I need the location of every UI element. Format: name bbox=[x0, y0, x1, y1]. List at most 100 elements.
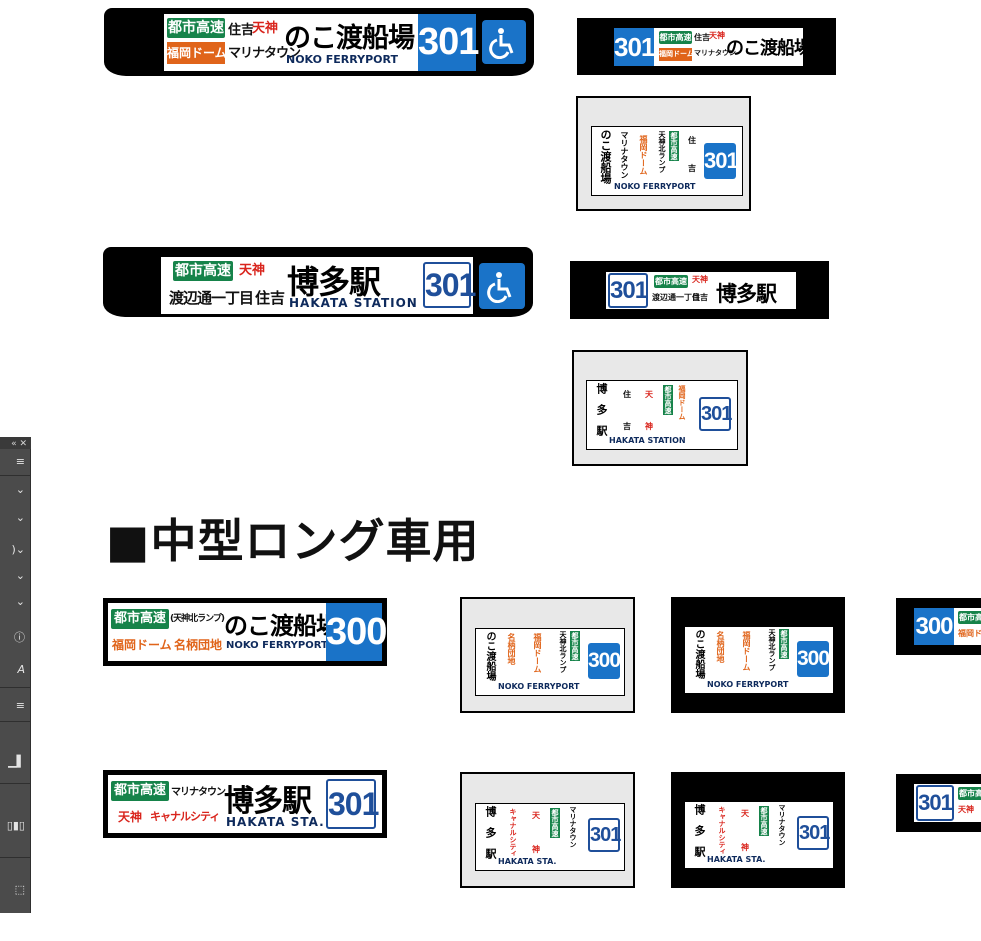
marina-town-vertical: マリナタウン bbox=[569, 806, 577, 848]
rear-sign-300-noko-dark: のこ渡船場 名柄団地 福岡ドーム 天神北ランプ 都市高速 300 NOKO FE… bbox=[671, 597, 845, 713]
front-sign-301-noko: 都市高速 福岡ドーム 住吉 天神 マリナタウン のこ渡船場 NOKO FERRY… bbox=[104, 8, 534, 76]
destination-en: NOKO FERRYPORT bbox=[226, 640, 328, 651]
fukuoka-dome-label: 福岡ドーム bbox=[112, 638, 172, 652]
rear-sign-display: 博多駅 キャナルシティ 天 神 都市高速 マリナタウン 301 HAKATA S… bbox=[684, 801, 834, 869]
dropdown-4-chevron-icon[interactable]: ⌄ bbox=[15, 569, 25, 582]
jin-label: 神 bbox=[532, 845, 540, 854]
sumi-label: 住 bbox=[688, 136, 696, 145]
expressway-vertical: 都市高速 bbox=[570, 631, 580, 661]
fukuoka-dome-vertical: 福岡ドーム bbox=[678, 385, 686, 420]
rear-sign-display: のこ渡船場 名柄団地 福岡ドーム 天神北ランプ 都市高速 300 NOKO FE… bbox=[684, 626, 834, 694]
align-bottom-icon[interactable]: ▁▌ bbox=[8, 755, 25, 768]
expressway-badge: 都市高速 bbox=[167, 18, 225, 38]
rear-sign-300-noko: のこ渡船場 名柄団地 福岡ドーム 天神北ランプ 都市高速 300 NOKO FE… bbox=[460, 597, 635, 713]
wheelchair-icon bbox=[482, 20, 526, 64]
destination-jp: 博多駅 bbox=[287, 263, 381, 301]
watanabedori-label: 渡辺通一丁目 bbox=[652, 293, 700, 302]
tenjin-label: 天神 bbox=[958, 805, 974, 814]
destination-jp-vertical: のこ渡船場 bbox=[693, 629, 704, 679]
dropdown-2-chevron-icon[interactable]: ⌄ bbox=[15, 511, 25, 524]
tenjin-label: 天神 bbox=[239, 263, 266, 278]
tenjin-label: 天神 bbox=[692, 275, 708, 284]
side-sign-display: 301 都市高速 天神 bbox=[914, 784, 981, 822]
destination-jp-vertical: のこ渡船場 bbox=[599, 129, 612, 184]
ten-label: 天 bbox=[645, 390, 653, 399]
tenjin-kita-ramp-label: (天神北ランプ) bbox=[170, 614, 225, 624]
destination-en: NOKO FERRYPORT bbox=[614, 182, 696, 191]
jin-label: 神 bbox=[741, 843, 749, 852]
info-icon[interactable]: ⓘ bbox=[14, 631, 25, 644]
side-sign-display: 301 都市高速 福岡ドーム 住吉 天神 マリナタウン のこ渡船場 bbox=[614, 28, 812, 66]
route-number: 301 bbox=[704, 143, 739, 179]
panel-menu-icon[interactable]: ≡ bbox=[15, 455, 25, 468]
character-style-icon[interactable]: A bbox=[17, 663, 25, 676]
meiho-danchi-vertical: 名柄団地 bbox=[507, 633, 516, 665]
expressway-badge: 都市高速 bbox=[111, 781, 169, 801]
route-number: 300 bbox=[326, 603, 387, 661]
properties-panel: « ✕ ≡ ⌄ ⌄ )⌄ ⌄ ⌄ ⓘ A ≡ ▁▌ ▯▮▯ ⬚ bbox=[0, 437, 31, 913]
side-sign-301-hakata-cropped: 301 都市高速 天神 bbox=[896, 774, 981, 832]
marina-town-vertical: マリナタウン bbox=[778, 804, 786, 846]
tenjin-label: 天神 bbox=[252, 21, 279, 36]
canal-city-vertical: キャナルシティ bbox=[718, 806, 726, 855]
ten-label: 天 bbox=[741, 809, 749, 818]
route-number: 300 bbox=[914, 608, 954, 645]
tenjin-label: 天神 bbox=[709, 31, 725, 40]
jin-label: 神 bbox=[645, 422, 653, 431]
sumiyoshi-label: 住吉 bbox=[228, 23, 255, 38]
dropdown-3-chevron-icon[interactable]: )⌄ bbox=[11, 543, 25, 556]
section-heading: ■中型ロング車用 bbox=[106, 514, 480, 568]
side-sign-300-noko-cropped: 300 都市高速 福岡ドーム bbox=[896, 598, 981, 655]
rear-sign-display: 博多駅 住 吉 天 神 都市高速 福岡ドーム 301 HAKATA STATIO… bbox=[586, 380, 738, 450]
rear-sign-301-hakata: 博多駅 住 吉 天 神 都市高速 福岡ドーム 301 HAKATA STATIO… bbox=[572, 350, 748, 466]
route-number: 301 bbox=[423, 262, 476, 308]
sumiyoshi-label: 住吉 bbox=[255, 289, 286, 307]
tenjin-label: 天神 bbox=[118, 810, 143, 824]
rear-sign-display: 博多駅 キャナルシティ 天 神 都市高速 マリナタウン 301 HAKATA S… bbox=[475, 803, 625, 871]
dropdown-5-chevron-icon[interactable]: ⌄ bbox=[15, 595, 25, 608]
expressway-badge: 都市高速 bbox=[111, 609, 169, 629]
expressway-vertical: 都市高速 bbox=[779, 629, 789, 659]
sign-display: 都市高速 (天神北ランプ) 福岡ドーム 名柄団地 のこ渡船場 NOKO FERR… bbox=[108, 603, 387, 661]
fukuoka-dome-label: 福岡ドーム bbox=[167, 42, 227, 64]
distribute-icon[interactable]: ▯▮▯ bbox=[6, 819, 25, 832]
transform-icon[interactable]: ⬚ bbox=[14, 883, 25, 896]
route-number: 301 bbox=[614, 28, 655, 66]
expressway-badge: 都市高速 bbox=[659, 31, 692, 44]
expressway-vertical: 都市高速 bbox=[669, 131, 679, 161]
side-sign-display: 301 都市高速 天神 渡辺通一丁目 住吉 博多駅 bbox=[606, 272, 796, 309]
side-sign-301-hakata: 301 都市高速 天神 渡辺通一丁目 住吉 博多駅 bbox=[570, 261, 829, 319]
rear-sign-display: のこ渡船場 マリナタウン 福岡ドーム 天神北ランプ 都市高速 住 吉 301 N… bbox=[591, 126, 743, 196]
tenjin-kita-ramp-vertical: 天神北ランプ bbox=[658, 131, 666, 173]
panel-collapse-icon[interactable]: « ✕ bbox=[0, 437, 31, 449]
destination-jp-vertical: のこ渡船場 bbox=[484, 631, 495, 681]
expressway-vertical: 都市高速 bbox=[759, 806, 769, 836]
destination-en: NOKO FERRYPORT bbox=[286, 53, 398, 66]
marina-town-vertical: マリナタウン bbox=[620, 131, 629, 179]
fukuoka-dome-label: 福岡ドーム bbox=[659, 48, 694, 61]
destination-jp-vertical: 博多駅 bbox=[693, 804, 706, 867]
fukuoka-dome-label: 福岡ドーム bbox=[958, 629, 981, 638]
tenjin-kita-ramp-vertical: 天神北ランプ bbox=[768, 629, 776, 671]
sign-display: 都市高速 福岡ドーム 住吉 天神 マリナタウン のこ渡船場 NOKO FERRY… bbox=[164, 14, 479, 71]
route-number: 301 bbox=[608, 273, 648, 308]
rear-sign-301-hakata-sta-dark: 博多駅 キャナルシティ 天 神 都市高速 マリナタウン 301 HAKATA S… bbox=[671, 772, 845, 888]
sumiyoshi-label: 住吉 bbox=[692, 293, 708, 302]
sign-display: 都市高速 天神 渡辺通一丁目 住吉 博多駅 HAKATA STATION 301 bbox=[161, 257, 476, 314]
destination-en: HAKATA STA. bbox=[707, 855, 766, 864]
panel-menu-2-icon[interactable]: ≡ bbox=[15, 699, 25, 712]
destination-en: NOKO FERRYPORT bbox=[707, 680, 789, 689]
canal-city-label: キャナルシティ bbox=[150, 810, 220, 823]
marina-town-label: マリナタウン bbox=[228, 46, 301, 61]
route-number: 301 bbox=[588, 818, 621, 852]
destination-en: HAKATA STATION bbox=[289, 296, 418, 310]
route-number: 300 bbox=[797, 641, 830, 677]
destination-en: HAKATA STA. bbox=[226, 815, 325, 829]
dropdown-1-chevron-icon[interactable]: ⌄ bbox=[15, 483, 25, 496]
expressway-badge: 都市高速 bbox=[654, 275, 688, 288]
yoshi-label: 吉 bbox=[688, 164, 696, 173]
side-sign-display: 300 都市高速 福岡ドーム bbox=[914, 608, 981, 645]
meiho-danchi-vertical: 名柄団地 bbox=[716, 631, 725, 663]
sumi-label: 住 bbox=[623, 390, 631, 399]
destination-jp: 博多駅 bbox=[716, 282, 777, 306]
